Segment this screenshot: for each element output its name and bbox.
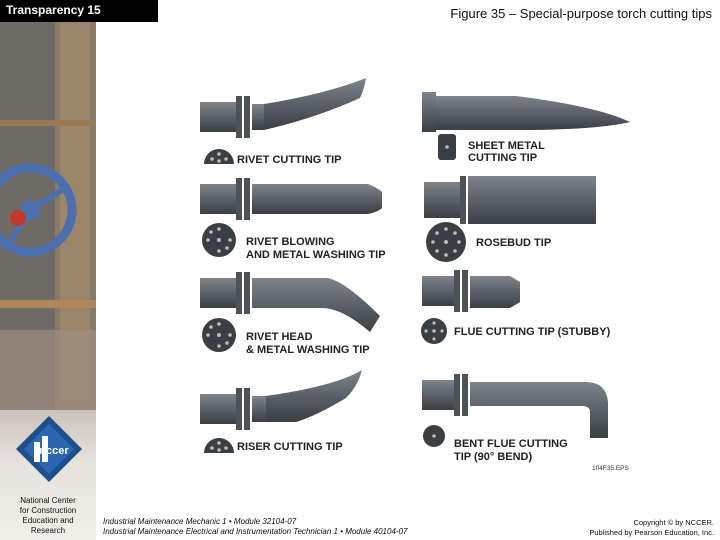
tip-label: RIVET HEAD <box>246 331 313 343</box>
bent-flue-tip-endview <box>423 425 445 447</box>
rosebud-tip-endview <box>426 222 466 262</box>
logo-text: nccer <box>39 445 69 457</box>
rosebud-tip-drawing <box>424 176 596 224</box>
sheet-metal-tip-endview <box>438 134 456 160</box>
module-line: Industrial Maintenance Electrical and In… <box>103 527 407 537</box>
figure-title: Figure 35 – Special-purpose torch cuttin… <box>450 6 712 21</box>
rivet-blowing-tip-drawing <box>200 178 382 220</box>
tip-label: RIVET BLOWING <box>246 236 335 248</box>
footer-module-info: Industrial Maintenance Mechanic 1 • Modu… <box>103 517 407 537</box>
rivet-cutting-tip-drawing <box>200 78 366 138</box>
org-line: Education and <box>4 516 92 526</box>
transparency-label: Transparency 15 <box>6 3 101 17</box>
transparency-title-bar: Transparency 15 <box>0 0 158 22</box>
organization-name: National Center for Construction Educati… <box>4 496 92 536</box>
flue-cutting-stubby-tip-drawing <box>422 270 520 312</box>
tip-label: RISER CUTTING TIP <box>237 441 343 453</box>
org-line: for Construction <box>4 506 92 516</box>
org-line: National Center <box>4 496 92 506</box>
tip-label: ROSEBUD TIP <box>476 237 551 249</box>
publisher-line: Published by Pearson Education, Inc. <box>589 528 714 538</box>
tip-label: FLUE CUTTING TIP (STUBBY) <box>454 326 611 338</box>
tip-label: RIVET CUTTING TIP <box>237 154 342 166</box>
tip-label: TIP (90° BEND) <box>454 451 532 463</box>
tip-label: SHEET METAL <box>468 140 545 152</box>
bent-flue-tip-drawing <box>422 374 608 438</box>
riser-cutting-tip-endview <box>204 438 234 453</box>
sidebar-photo <box>0 0 96 410</box>
sheet-metal-tip-drawing <box>422 92 630 132</box>
footer-copyright: Copyright © by NCCER. Published by Pears… <box>589 518 714 537</box>
rivet-blowing-tip-endview <box>202 223 236 257</box>
tip-label: CUTTING TIP <box>468 152 537 164</box>
tip-label: & METAL WASHING TIP <box>246 344 370 356</box>
riser-cutting-tip-drawing <box>200 370 362 430</box>
nccer-logo: nccer <box>14 414 84 484</box>
tip-label: AND METAL WASHING TIP <box>246 249 386 261</box>
module-line: Industrial Maintenance Mechanic 1 • Modu… <box>103 517 407 527</box>
rivet-head-tip-endview <box>202 318 236 352</box>
rivet-cutting-tip-endview <box>204 149 234 164</box>
org-line: Research <box>4 526 92 536</box>
torch-tips-figure: RIVET CUTTING TIP RIVET BLOWING AND META… <box>96 26 720 516</box>
figure-code: 104F35.EPS <box>592 465 630 472</box>
tip-label: BENT FLUE CUTTING <box>454 438 568 450</box>
copyright-line: Copyright © by NCCER. <box>589 518 714 528</box>
flue-cutting-stubby-tip-endview <box>421 318 447 344</box>
